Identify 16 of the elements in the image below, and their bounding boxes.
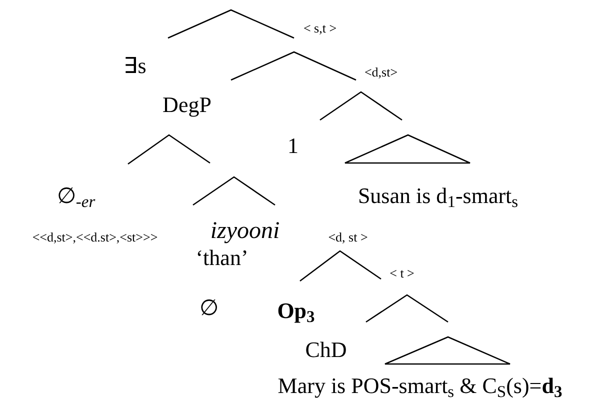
- type-label: < s,t >: [303, 22, 337, 34]
- tree-label: Op$_{3}$: [277, 300, 315, 322]
- tree-label: ∃s: [124, 55, 146, 77]
- tree-label: 1: [288, 135, 298, 157]
- tree-label: izyooni: [210, 219, 280, 243]
- type-label: <<d,st>,<<d.st>,<st>>>: [32, 230, 158, 244]
- type-label: <d,st>: [364, 66, 398, 78]
- tree-label: Susan is d$_{1}$-smart$_{s}$: [358, 185, 518, 207]
- type-label: < t >: [390, 266, 414, 280]
- tree-label: ChD: [305, 339, 347, 361]
- tree-label: Mary is POS-smart$_{s}$ & C$_{S}$(s)=d$_{3}$: [278, 375, 562, 397]
- type-label: <d, st >: [328, 230, 368, 244]
- tree-label: ∅$_{-er}$: [56, 185, 96, 207]
- tree-label: DegP: [162, 94, 212, 116]
- gloss-label: ‘than’: [196, 247, 248, 269]
- tree-label: ∅: [200, 297, 218, 319]
